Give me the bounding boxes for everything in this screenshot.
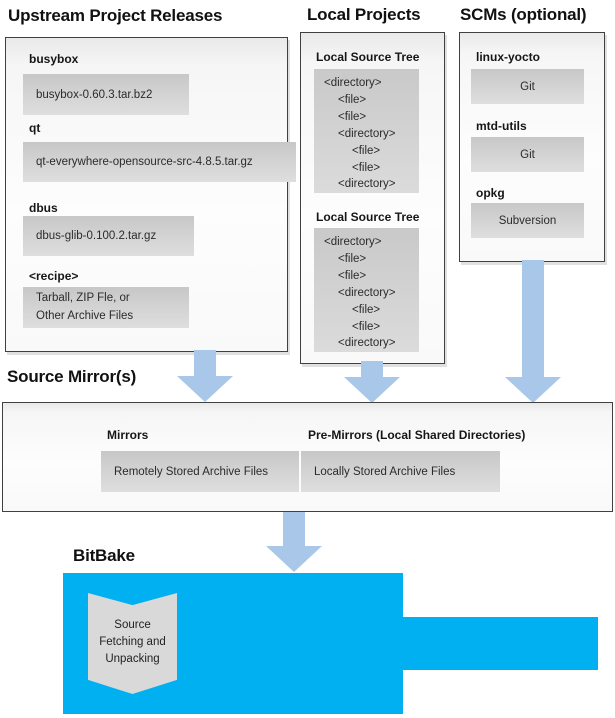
scm-type: Git — [520, 80, 535, 93]
upstream-panel: busybox busybox-0.60.3.tar.bz2 qt qt-eve… — [5, 37, 296, 352]
upstream-item-label: <recipe> — [29, 269, 79, 283]
premirrors-value: Locally Stored Archive Files — [314, 465, 456, 478]
down-arrow-icon — [344, 361, 400, 403]
source-fetching-step-label: Source Fetching and Unpacking — [99, 618, 166, 666]
upstream-archive-box: busybox-0.60.3.tar.bz2 — [23, 74, 189, 115]
upstream-item-label: dbus — [29, 201, 58, 215]
source-mirrors-title: Source Mirror(s) — [7, 367, 137, 386]
scm-type: Subversion — [498, 214, 557, 227]
tree-line: <directory> — [324, 236, 382, 248]
premirrors-box: Locally Stored Archive Files — [301, 451, 500, 492]
local-source-tree-box: <directory> <file> <file> <directory> <f… — [314, 69, 419, 193]
tree-line: <file> — [338, 269, 367, 282]
tree-line: <directory> — [338, 337, 396, 350]
tree-line: <file> — [352, 161, 381, 174]
mirrors-value: Remotely Stored Archive Files — [114, 465, 269, 478]
tree-line: <directory> — [338, 286, 396, 299]
down-arrow-icon — [266, 512, 322, 572]
mirrors-label: Mirrors — [107, 428, 149, 442]
scm-item-label: linux-yocto — [476, 50, 541, 64]
scm-item-label: opkg — [476, 186, 505, 200]
archive-filename: dbus-glib-0.100.2.tar.gz — [36, 230, 157, 242]
tree-line: <file> — [352, 320, 381, 333]
tree-line: <file> — [338, 93, 367, 106]
tree-line: <directory> — [338, 127, 396, 140]
archive-filename: busybox-0.60.3.tar.bz2 — [36, 88, 153, 101]
tree-line: <file> — [352, 303, 381, 316]
archive-description-line: Other Archive Files — [36, 309, 134, 322]
archive-description: Tarball, ZIP Fle, or Other Archive Files — [36, 290, 133, 326]
upstream-item-label: busybox — [29, 52, 79, 66]
upstream-archive-box: dbus-glib-0.100.2.tar.gz — [23, 216, 194, 256]
scms-panel: linux-yocto Git mtd-utils Git opkg Subve… — [459, 32, 605, 262]
bitbake-output-bar — [401, 617, 598, 670]
upstream-title: Upstream Project Releases — [8, 6, 223, 25]
scm-type-box: Subversion — [471, 203, 584, 238]
source-fetching-step: Source Fetching and Unpacking — [88, 593, 177, 694]
down-arrow-icon — [177, 350, 233, 402]
local-source-tree-label: Local Source Tree — [316, 210, 420, 224]
scm-type-box: Git — [471, 69, 584, 104]
archive-filename: qt-everywhere-opensource-src-4.8.5.tar.g… — [36, 156, 253, 168]
tree-line: <file> — [352, 144, 381, 157]
tree-line: <directory> — [338, 178, 396, 191]
tree-line: <file> — [338, 252, 367, 265]
local-projects-panel: Local Source Tree <directory> <file> <fi… — [300, 32, 445, 364]
scm-item-label: mtd-utils — [476, 119, 527, 133]
mirrors-box: Remotely Stored Archive Files — [101, 451, 299, 492]
scm-type-box: Git — [471, 137, 584, 172]
archive-description-line: Tarball, ZIP Fle, or — [36, 291, 130, 304]
tree-line: <directory> — [324, 77, 382, 89]
scm-type: Git — [520, 148, 535, 161]
source-mirrors-panel: Mirrors Remotely Stored Archive Files Pr… — [2, 402, 613, 512]
upstream-item-label: qt — [29, 121, 41, 135]
scms-title: SCMs (optional) — [460, 5, 587, 24]
local-source-tree-label: Local Source Tree — [316, 50, 420, 64]
bitbake-title: BitBake — [73, 546, 135, 565]
premirrors-label: Pre-Mirrors (Local Shared Directories) — [308, 428, 526, 442]
local-source-tree-box: <directory> <file> <file> <directory> <f… — [314, 228, 419, 352]
upstream-archive-box: qt-everywhere-opensource-src-4.8.5.tar.g… — [23, 142, 296, 182]
down-arrow-icon — [505, 260, 561, 403]
local-projects-title: Local Projects — [307, 5, 421, 24]
tree-line: <file> — [338, 110, 367, 123]
upstream-archive-box: Tarball, ZIP Fle, or Other Archive Files — [23, 287, 189, 328]
